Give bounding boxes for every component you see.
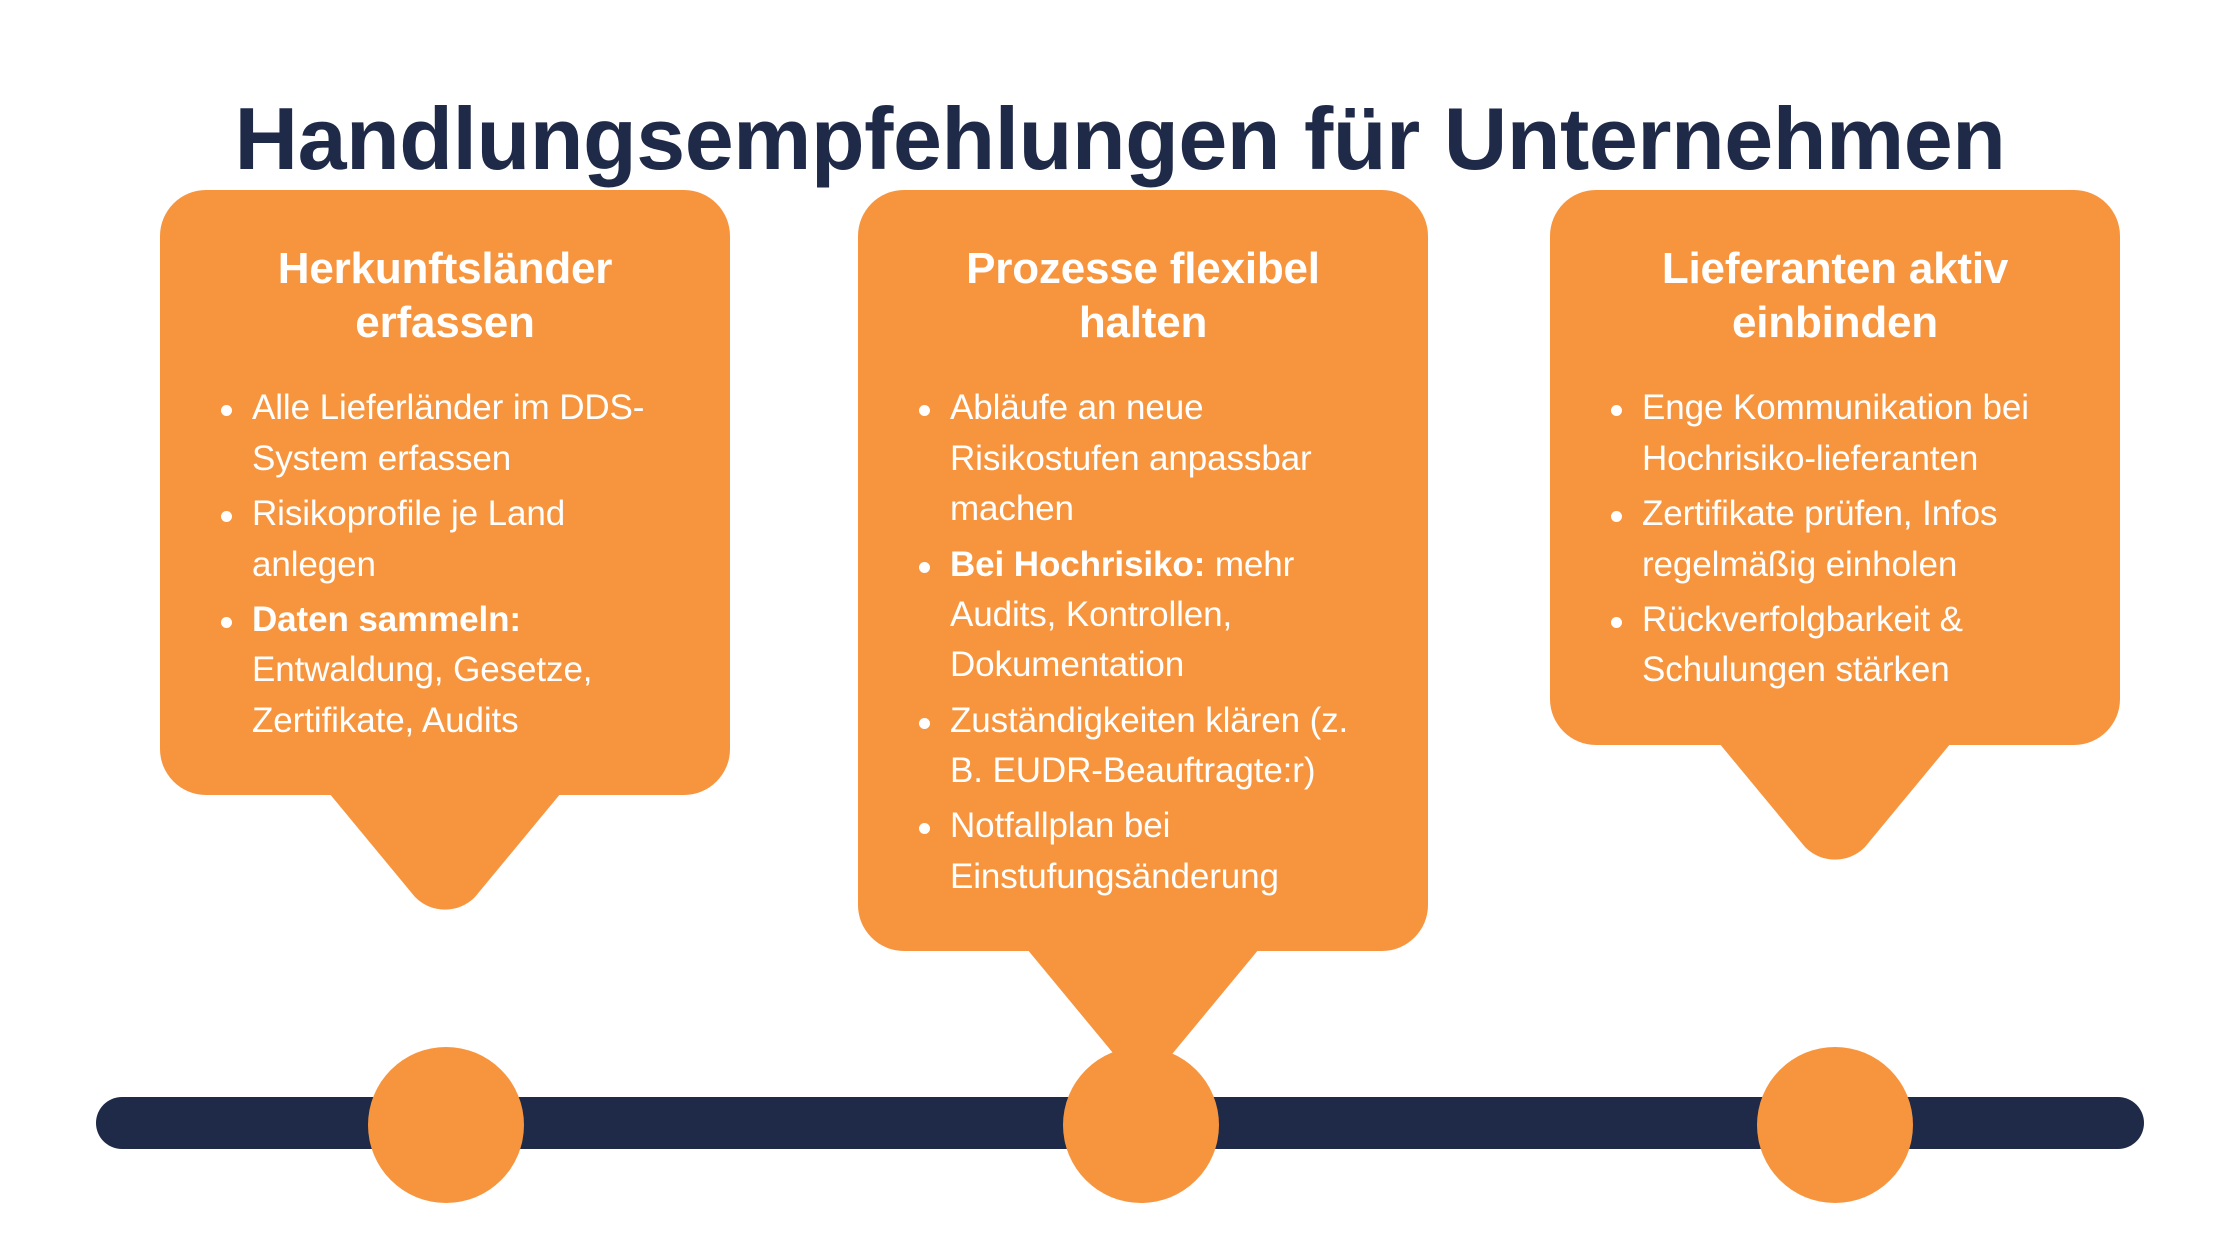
card-tail-pointer (1719, 742, 1951, 875)
bullet-text: Zuständigkeiten klären (z. B. EUDR-Beauf… (950, 700, 1349, 791)
card-tail-pointer (1027, 949, 1259, 1081)
bullet-dot-icon (221, 511, 232, 523)
card-herkunftslaender: Herkunftsländer erfassen Alle Lieferländ… (160, 190, 730, 910)
bullet-text: Abläufe an neue Risikostufen anpassbar m… (950, 388, 1312, 529)
bullet-text: Notfallplan bei Einstufungsänderung (950, 806, 1279, 896)
bullet-dot-icon (1611, 616, 1622, 628)
timeline-node-1 (368, 1047, 524, 1203)
card-body: Prozesse flexibel halten Abläufe an neue… (858, 190, 1428, 952)
card-tail-pointer (329, 793, 561, 925)
list-item: Rückverfolgbarkeit & Schulungen stärken (1606, 595, 2080, 696)
bullet-dot-icon (919, 823, 930, 835)
card-bullet-list: Enge Kommunikation bei Hochrisiko-liefer… (1590, 383, 2080, 695)
list-item: Enge Kommunikation bei Hochrisiko-liefer… (1606, 383, 2080, 484)
bullet-text: Entwaldung, Gesetze, Zertifikate, Audits (252, 650, 593, 740)
timeline-node-3 (1757, 1047, 1913, 1203)
bullet-dot-icon (919, 405, 930, 417)
bullet-text: mehr Audits, Kontrollen, Dokumentation (950, 544, 1295, 685)
page-title: Handlungsempfehlungen für Unternehmen (234, 88, 2006, 188)
list-item: Abläufe an neue Risikostufen anpassbar m… (914, 383, 1388, 534)
timeline-node-2 (1063, 1047, 1219, 1203)
list-item: Zuständigkeiten klären (z. B. EUDR-Beauf… (914, 696, 1388, 797)
card-prozesse: Prozesse flexibel halten Abläufe an neue… (858, 190, 1428, 1066)
card-bullet-list: Abläufe an neue Risikostufen anpassbar m… (898, 383, 1388, 902)
list-item: Notfallplan bei Einstufungsänderung (914, 801, 1388, 902)
list-item: Bei Hochrisiko: mehr Audits, Kontrollen,… (914, 540, 1388, 691)
bullet-text: Risikoprofile je Land anlegen (252, 494, 566, 584)
bullet-text: Zertifikate prüfen, Infos regelmäßig ein… (1642, 494, 1998, 584)
timeline (0, 1047, 2240, 1260)
cards-row: Herkunftsländer erfassen Alle Lieferländ… (0, 190, 2240, 1066)
list-item: Alle Lieferländer im DDS-System erfassen (216, 383, 690, 484)
bullet-dot-icon (221, 616, 232, 628)
bullet-dot-icon (919, 717, 930, 729)
card-body: Herkunftsländer erfassen Alle Lieferländ… (160, 190, 730, 796)
bullet-text: Enge Kommunikation bei Hochrisiko-liefer… (1642, 388, 2029, 478)
bullet-lead: Daten sammeln: (252, 599, 521, 639)
list-item: Risikoprofile je Land anlegen (216, 489, 690, 590)
card-lieferanten: Lieferanten aktiv einbinden Enge Kommuni… (1550, 190, 2120, 860)
list-item: Zertifikate prüfen, Infos regelmäßig ein… (1606, 489, 2080, 590)
bullet-dot-icon (221, 405, 232, 417)
card-title: Prozesse flexibel halten (966, 244, 1320, 347)
bullet-text: Rückverfolgbarkeit & Schulungen stärken (1642, 599, 1963, 690)
bullet-dot-icon (1611, 511, 1622, 523)
bullet-dot-icon (1611, 405, 1622, 417)
card-title: Lieferanten aktiv einbinden (1661, 244, 2009, 347)
list-item: Daten sammeln: Entwaldung, Gesetze, Zert… (216, 595, 690, 746)
card-title: Herkunftsländer erfassen (277, 244, 613, 347)
card-bullet-list: Alle Lieferländer im DDS-System erfassen… (200, 383, 690, 746)
bullet-dot-icon (919, 561, 930, 573)
bullet-text: Alle Lieferländer im DDS-System erfassen (252, 388, 645, 478)
card-body: Lieferanten aktiv einbinden Enge Kommuni… (1550, 190, 2120, 745)
bullet-lead: Bei Hochrisiko: (950, 544, 1206, 584)
